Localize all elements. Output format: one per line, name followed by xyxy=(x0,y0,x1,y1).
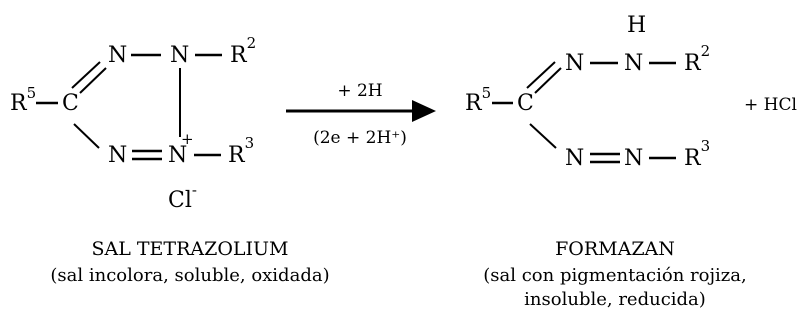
reactant-double-bond-c-n-a xyxy=(71,61,101,89)
product-double-bond-c-n-b xyxy=(534,67,562,94)
formazan-structure: R5 C H N N R2 N N R3 xyxy=(465,13,710,171)
product-description-line1: (sal con pigmentación rojiza, xyxy=(483,265,747,286)
product-c-atom: C xyxy=(517,91,534,116)
tetrazolium-structure: R5 C N N R2 N N + R3 Cl- xyxy=(10,34,256,213)
product-n-bottom-right: N xyxy=(624,146,643,171)
product-n-top-left: N xyxy=(565,51,584,76)
reactant-n-top-left: N xyxy=(108,43,127,68)
product-n-top-right: N xyxy=(624,51,643,76)
reactant-n-bottom-right: N xyxy=(168,143,187,168)
byproduct-label: + HCl xyxy=(744,95,797,115)
product-r2-atom: R2 xyxy=(684,42,710,76)
product-h-atom: H xyxy=(627,13,646,38)
product-double-bond-c-n-a xyxy=(526,61,556,89)
reactant-r3-atom: R3 xyxy=(228,134,254,168)
product-description-line2: insoluble, reducida) xyxy=(524,289,706,310)
reaction-arrow: + 2H (2e + 2H⁺) xyxy=(286,81,436,148)
reactant-r2-atom: R2 xyxy=(230,34,256,68)
reactant-name: SAL TETRAZOLIUM xyxy=(91,238,288,260)
product-n-bottom-left: N xyxy=(565,146,584,171)
reactant-counterion: Cl- xyxy=(168,181,197,213)
reactant-n-plus-charge: + xyxy=(181,130,194,148)
arrow-reagent-bottom: (2e + 2H⁺) xyxy=(313,128,407,148)
product-bond-c-n-bottom xyxy=(529,123,557,149)
arrow-head xyxy=(412,100,436,122)
product-name: FORMAZAN xyxy=(555,238,675,260)
reactant-n-top-right: N xyxy=(170,43,189,68)
reactant-c-atom: C xyxy=(62,91,79,116)
arrow-reagent-top: + 2H xyxy=(337,81,382,101)
reactant-n-bottom-left: N xyxy=(108,143,127,168)
reactant-r5-atom: R5 xyxy=(10,84,36,116)
product-r5-atom: R5 xyxy=(465,84,491,116)
product-r3-atom: R3 xyxy=(684,137,710,171)
reactant-description: (sal incolora, soluble, oxidada) xyxy=(50,265,329,286)
reactant-bond-c-n-bottom xyxy=(73,123,100,149)
reactant-double-bond-c-n-b xyxy=(79,67,107,94)
